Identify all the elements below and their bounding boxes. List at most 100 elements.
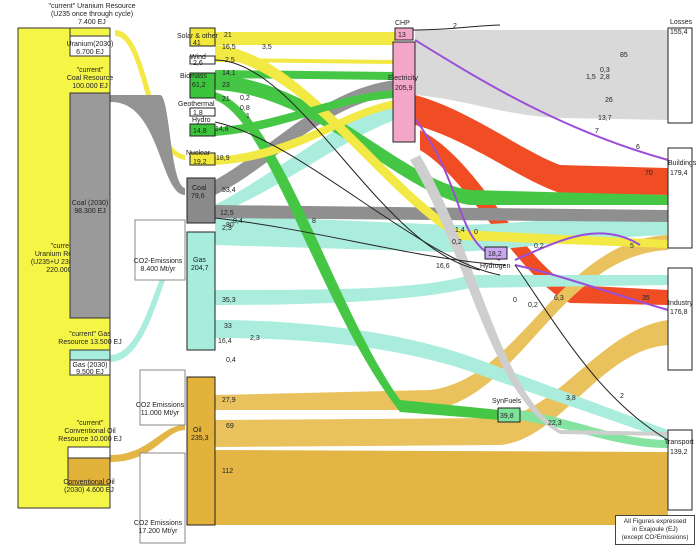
solar-out2: 16,5: [222, 44, 236, 51]
oil-current-l3: Resource 10.000 EJ: [58, 436, 121, 443]
coal-current-l1: "current": [77, 67, 104, 74]
nuclear-name: Nuclear: [186, 150, 211, 157]
co2-coal-box: [134, 219, 186, 281]
oil-current-l1: "current": [77, 420, 104, 427]
label-el6: 6: [636, 144, 640, 151]
co2-gas-box: [139, 369, 186, 426]
wind-node: [189, 55, 216, 65]
uranium-total-l4: 220.000 EJ: [46, 267, 81, 274]
biomass-value: 61,2: [192, 82, 206, 89]
label-loss85: 85: [620, 52, 628, 59]
label-chp-loss: 2: [453, 23, 457, 30]
gas-2030-l2: 9.500 EJ: [76, 369, 104, 376]
electricity-node: [392, 41, 416, 143]
flow-value-labels: 2 85 0,3 1,5 2,8 26 13,7 7 6 70 35 5 3,5…: [262, 23, 653, 302]
buildings-name: Buildings: [668, 160, 697, 167]
transport-name: Transport: [664, 439, 694, 446]
coal-node: [186, 177, 216, 224]
label-misc8: 8: [312, 218, 316, 225]
coal-current-l2: Coal Resource: [67, 75, 113, 82]
flow-oil-resource: [110, 425, 185, 462]
uranium-2030-l1: Uranium(2030): [67, 41, 114, 48]
uranium-cycle-l2: (U235 once through cycle): [51, 11, 133, 18]
flow-biomass-buildings: [215, 75, 668, 205]
source-nodes: Solar & other 41 21 16,5 Wind 2,6 2,5 Bi…: [177, 27, 260, 526]
uranium-total-l2: Uranium Resource: [35, 251, 93, 258]
co2-coal-l1: CO2-Emissions: [134, 258, 183, 265]
uranium-total-l1: "current": [51, 243, 78, 250]
oil-2030-l1: Conventional Oil: [63, 479, 115, 486]
coal-2030-l2: 98.300 EJ: [74, 208, 106, 215]
oil-out2: 69: [226, 423, 234, 430]
flow-oil-69: [215, 320, 668, 447]
uranium-total-l3: (U235+U 238 fertility): [31, 259, 97, 266]
resource-boxes: "current" Uranium Resource (U235+U 238 f…: [17, 3, 136, 509]
co2-oil-l1: CO2 Emissions: [134, 520, 183, 527]
oil-current-l2: Conventional Oil: [64, 428, 116, 435]
units-note: All Figures expressed in Exajoule (EJ) (…: [615, 515, 695, 545]
hydrogen-in: 16,6: [436, 263, 450, 270]
geothermal-out1: 0,2: [240, 95, 250, 102]
solar-name: Solar & other: [177, 33, 219, 40]
chp-node: [394, 27, 414, 41]
flow-losses: [415, 30, 668, 120]
co2-gas-l2: 11.000 Mt/yr: [141, 410, 180, 417]
uranium-cycle-l3: 7.400 EJ: [78, 19, 106, 26]
synfuels-out3: 2: [620, 393, 624, 400]
gas-current-l1: "current" Gas: [69, 331, 111, 338]
biomass-out3: 21: [222, 96, 230, 103]
hydrogen-out5: 0,2: [534, 243, 544, 250]
synfuels-name: SynFuels: [492, 398, 522, 405]
units-note-l2: in Exajoule (EJ): [632, 526, 678, 533]
oil-name: Oil: [193, 427, 202, 434]
coal-2030-l1: Coal (2030): [72, 200, 109, 207]
flow-gas-33: [215, 320, 668, 440]
gas-out3: 33: [224, 323, 232, 330]
label-el7: 7: [595, 128, 599, 135]
flow-coal-resource: [110, 95, 185, 195]
flow-oil-transport: [215, 450, 668, 525]
gas-node: [186, 231, 216, 351]
label-el137: 13,7: [598, 115, 612, 122]
hydrogen-out3: 0: [474, 229, 478, 236]
label-misc35: 3,5: [262, 44, 272, 51]
coal-name: Coal: [192, 185, 207, 192]
flow-oil-27: [215, 235, 668, 410]
flow-synfuels-transport: [520, 410, 668, 448]
geothermal-node: [189, 107, 216, 117]
coal-out3: 0,4: [233, 218, 243, 225]
flow-solar-buildings: [215, 45, 668, 248]
hydro-name: Hydro: [192, 117, 211, 124]
synfuels-out2: 22,3: [548, 420, 562, 427]
industry-name: Industry: [668, 300, 693, 307]
gas-out1: 80: [226, 222, 234, 229]
buildings-node: [667, 147, 693, 249]
thin-lines: [214, 24, 669, 441]
flow-wind-electricity: [215, 58, 395, 64]
label-el5: 5: [630, 243, 634, 250]
geothermal-out3: 1: [246, 113, 250, 120]
hydrogen-out1: 1,4: [455, 227, 465, 234]
synfuels-value: 39,8: [500, 413, 514, 420]
synfuels-out1: 3,8: [566, 395, 576, 402]
units-note-l1: All Figures expressed: [623, 518, 687, 525]
coal-out2: 12,5: [220, 210, 234, 217]
oil-out3: 112: [222, 468, 233, 475]
nuclear-value: 19,2: [193, 159, 207, 166]
emission-boxes: CO2-Emissions 8.400 Mt/yr CO2 Emissions …: [134, 219, 186, 544]
oil-value: 235,3: [191, 435, 209, 442]
coal-current-l3: 100.000 EJ: [72, 83, 107, 90]
electricity-value: 205,9: [395, 85, 413, 92]
label-el70: 70: [645, 170, 653, 177]
gas-2030-l1: Gas (2030): [72, 362, 107, 369]
synfuels-node: [497, 407, 521, 423]
label-loss28: 2,8: [600, 74, 610, 81]
industry-value: 176,8: [670, 309, 688, 316]
chp-name: CHP: [395, 20, 410, 27]
oil-out1: 27,9: [222, 397, 236, 404]
co2-coal-l2: 8.400 Mt/yr: [140, 266, 176, 273]
flow-electricity-industry: [420, 130, 668, 305]
buildings-value: 179,4: [670, 170, 688, 177]
geothermal-value: 1,8: [193, 110, 203, 117]
